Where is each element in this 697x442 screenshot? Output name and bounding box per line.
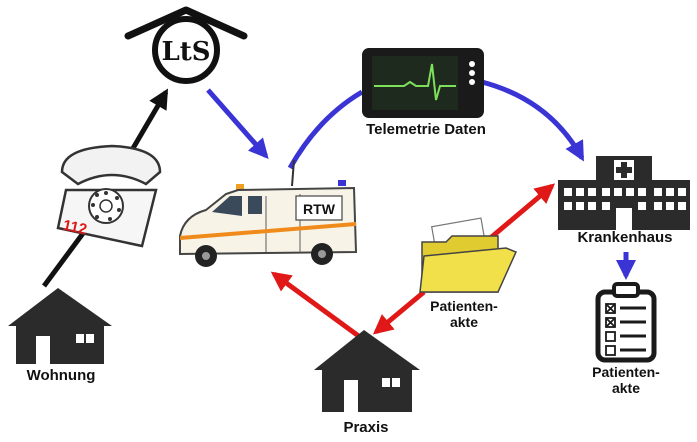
hospital-label: Krankenhaus [577, 229, 673, 246]
arrow-telemetry-to-hospital [481, 79, 585, 162]
lts-dispatch-icon: LtS [124, 6, 248, 84]
telephone-icon: 112 [56, 144, 162, 248]
lts-label: LtS [161, 37, 210, 67]
record-label-line2: akte [611, 380, 641, 396]
arrow-phone-to-lts [129, 88, 169, 152]
patient-folder-icon [419, 217, 518, 293]
phone-number-label: 112 [61, 217, 88, 239]
folder-label-line2: akte [449, 314, 479, 330]
patient-record-clipboard-icon [595, 282, 657, 363]
arrow-folder-to-practice [372, 290, 426, 335]
telemetry-monitor-icon [362, 48, 484, 118]
home-icon [8, 288, 112, 364]
ambulance-icon: RTW [179, 159, 358, 267]
hospital-icon [558, 156, 690, 230]
arrow-home-to-phone [41, 230, 87, 288]
practice-icon [314, 330, 420, 412]
arrow-lts-to-ambulance [206, 88, 269, 160]
record-label-line1: Patienten- [592, 364, 660, 380]
folder-label-line1: Patienten- [430, 298, 498, 314]
ambulance-label: RTW [303, 201, 336, 217]
arrow-ambulance-to-telemetry [287, 89, 364, 170]
arrow-practice-to-ambulance [270, 271, 366, 343]
arrow-folder-to-hospital [486, 183, 556, 242]
practice-label: Praxis [343, 419, 389, 436]
home-label: Wohnung [26, 367, 96, 384]
telemetry-label: Telemetrie Daten [366, 121, 486, 138]
